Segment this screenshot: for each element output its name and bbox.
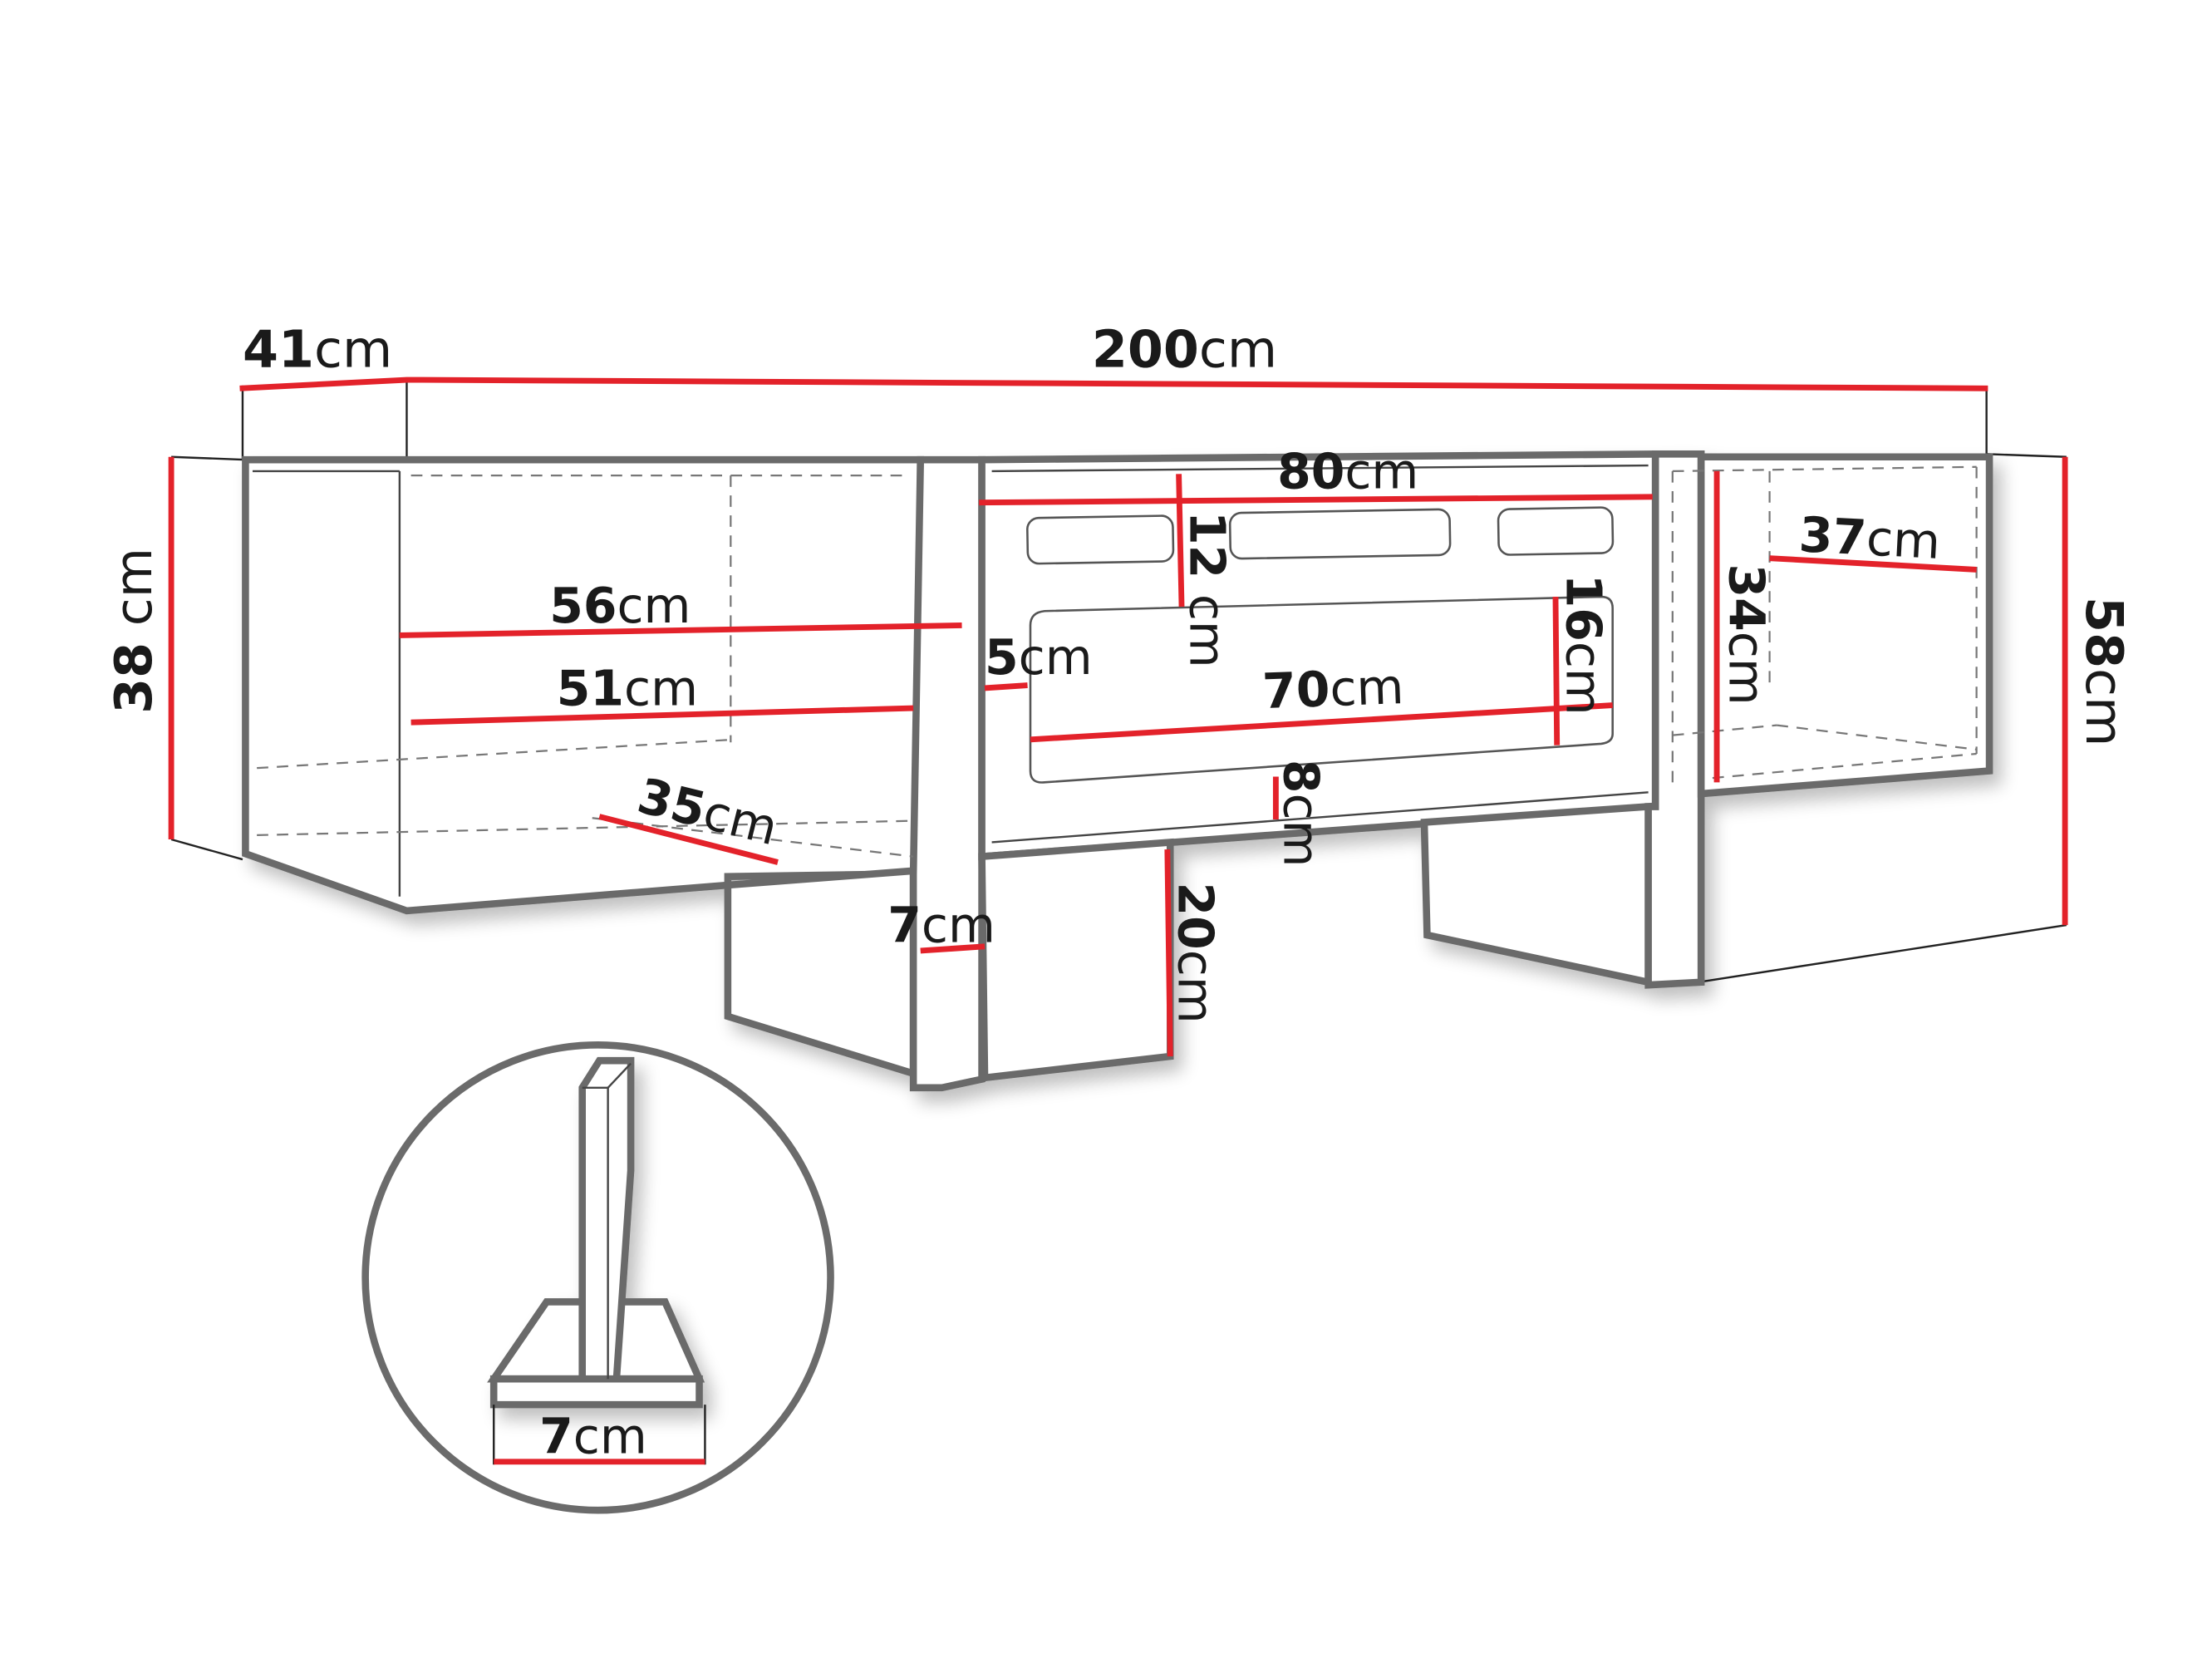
leg-detail-inset: 7cm [361, 1041, 834, 1514]
cabinet-body [242, 450, 1993, 1092]
label-right-shelf: 37cm [1797, 506, 1942, 570]
label-leg-height: 20cm [1167, 883, 1224, 1024]
label-bottom-panel: 8cm [1273, 760, 1330, 868]
dimension-labels: 41cm 200cm 38 cm 58cm 80cm 12 cm 56cm 51… [104, 320, 2134, 1024]
label-side-height: 38 cm [104, 548, 164, 714]
label-display-width: 70cm [1261, 658, 1404, 720]
label-top-panel: 12 cm [1178, 511, 1235, 668]
label-display-height: 16cm [1556, 574, 1612, 716]
label-inset-leg-width: 7cm [539, 1409, 647, 1465]
inner-details [252, 464, 1978, 897]
label-shelf-low: 51cm [557, 661, 698, 717]
label-depth: 41cm [243, 320, 392, 380]
extension-lines [170, 382, 2067, 983]
dimension-lines [168, 376, 2068, 1057]
label-right-height: 34cm [1718, 564, 1775, 706]
label-shelf-top: 56cm [549, 578, 691, 634]
center-panels [1026, 506, 1615, 784]
label-center-width: 80cm [1277, 444, 1418, 500]
label-width: 200cm [1092, 320, 1277, 380]
label-leg-width: 7cm [887, 898, 995, 954]
label-gap: 5cm [985, 629, 1093, 686]
label-total-height: 58cm [2074, 597, 2134, 746]
